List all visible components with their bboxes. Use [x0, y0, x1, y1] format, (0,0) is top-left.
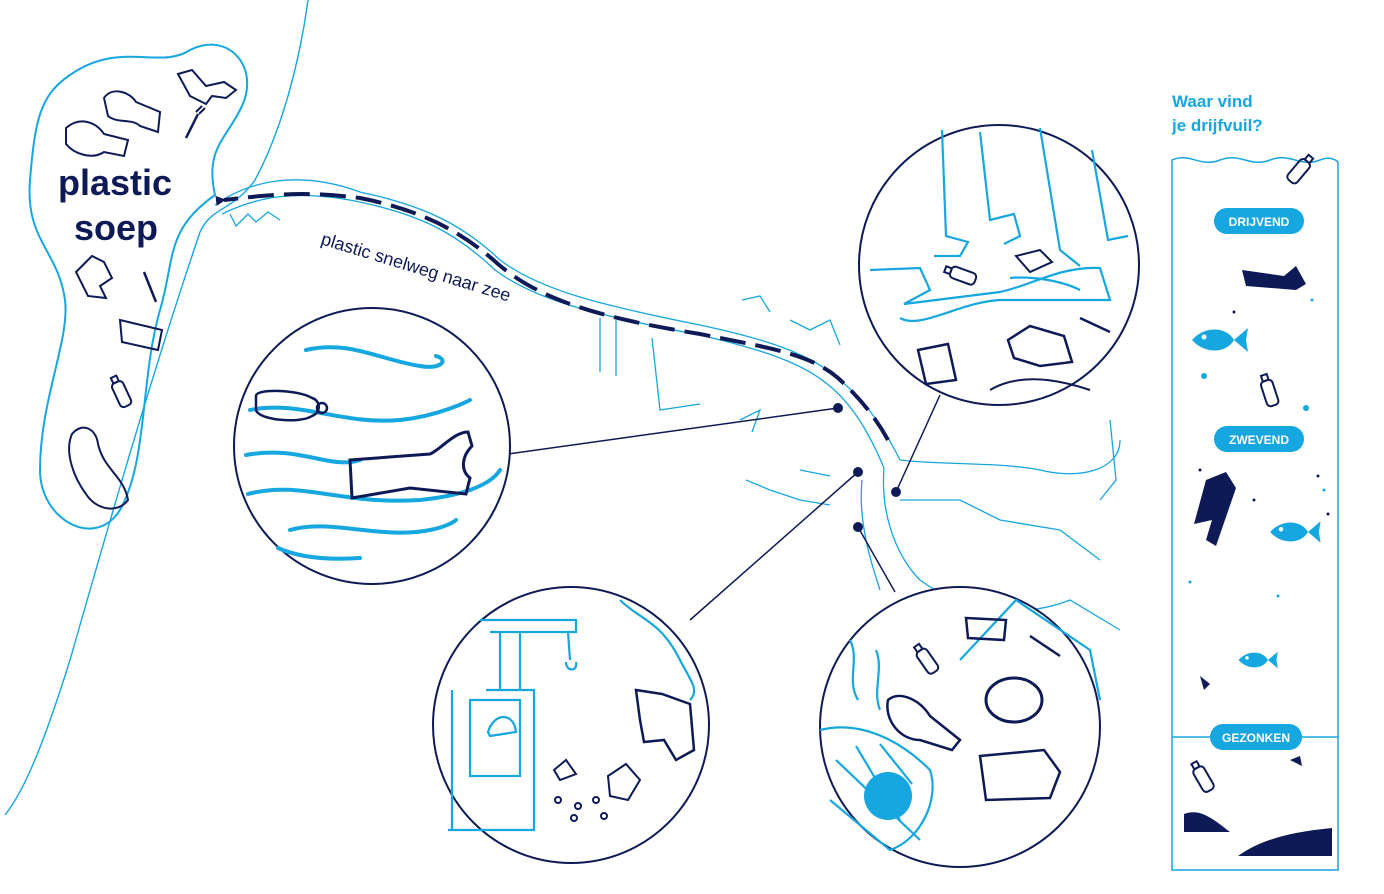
wrapper-icon — [74, 254, 114, 300]
ball-icon — [864, 772, 912, 820]
fork-icon — [1079, 316, 1111, 334]
plastic-bag-icon — [65, 120, 130, 158]
lid-icon — [984, 676, 1044, 724]
circle-construction — [432, 586, 710, 864]
tray-icon — [978, 748, 1062, 802]
wrapper-icon — [176, 68, 238, 106]
zone-pill-zwevend — [1214, 426, 1304, 452]
plastic-soup-title-line2: soep — [74, 207, 158, 248]
plastic-soup-outline — [28, 43, 249, 530]
fork-icon — [142, 271, 158, 303]
route-label: plastic snelweg naar zee — [319, 229, 513, 306]
seabed — [1184, 812, 1230, 832]
plastic-bag-icon — [102, 90, 162, 134]
bottle-icon — [1284, 151, 1317, 187]
plastic-bag-icon — [348, 430, 474, 500]
seabed — [1238, 828, 1332, 856]
plastic-soup-area: plastic soep — [28, 43, 249, 530]
circle-flowing-water — [233, 307, 511, 585]
water-column — [1171, 157, 1339, 871]
fish-icon — [1192, 328, 1248, 352]
wrapper-icon — [1014, 248, 1054, 274]
wrapper-icon — [634, 688, 696, 762]
legend-title-line2: je drijfvuil? — [1171, 116, 1263, 135]
plastic-bag-icon — [68, 426, 130, 510]
river-network — [214, 179, 1121, 631]
circle-shore — [819, 586, 1102, 868]
wrapper-icon — [1006, 324, 1074, 368]
zone-label-gezonken: GEZONKEN — [1222, 731, 1290, 745]
fork-icon — [184, 105, 206, 139]
plastic-soup-title-line1: plastic — [58, 162, 172, 203]
callout-lines — [507, 394, 941, 621]
cup-icon — [964, 616, 1008, 642]
coastline — [4, 0, 309, 816]
callout-dots — [833, 403, 901, 532]
zone-pill-drijvend — [1214, 208, 1304, 234]
fish-icon — [1238, 651, 1278, 669]
legend-title-line1: Waar vind — [1172, 92, 1253, 111]
bottle-icon — [1257, 372, 1281, 409]
zone-label-drijvend: DRIJVEND — [1229, 215, 1290, 229]
cup-icon — [118, 318, 164, 352]
fish-icon — [1270, 521, 1321, 543]
plastic-bag-icon — [886, 694, 962, 752]
plastic-bag-icon — [1242, 266, 1306, 290]
bottle-icon — [1187, 758, 1217, 795]
zone-pill-gezonken — [1210, 724, 1302, 750]
plastic-highway-arrow — [215, 192, 890, 441]
plastic-bag-icon — [1194, 472, 1236, 546]
bottle-icon — [254, 389, 329, 422]
bottle-icon — [107, 373, 134, 410]
zone-label-zwevend: ZWEVEND — [1229, 433, 1289, 447]
legend-panel: Waar vind je drijfvuil? DRIJVEND ZWEVEND… — [1171, 92, 1339, 871]
cup-icon — [916, 342, 958, 386]
circle-street — [858, 124, 1140, 406]
